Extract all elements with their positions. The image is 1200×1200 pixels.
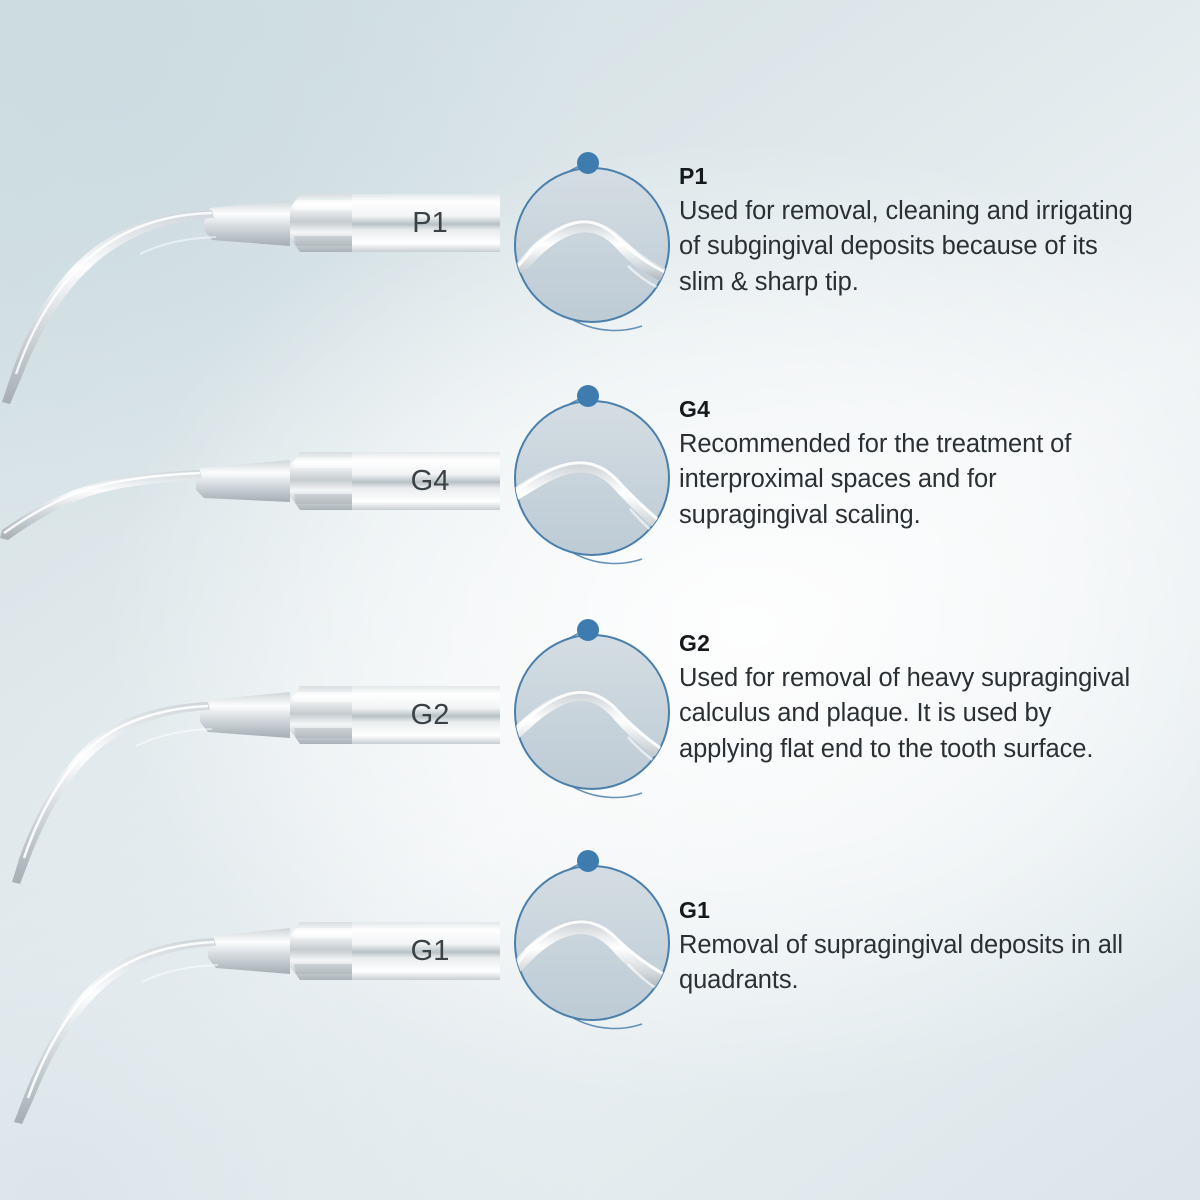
engraving-label-g4: G4 xyxy=(411,465,450,497)
tip-description-g1: Removal of supragingival deposits in all… xyxy=(679,931,1123,995)
accent-dot-g1 xyxy=(577,850,599,872)
instrument-illustration-g1: G1 xyxy=(0,908,500,1168)
accent-dot-p1 xyxy=(577,152,599,174)
tip-description-g2: Used for removal of heavy supragingival … xyxy=(679,664,1131,763)
tip-title-g4: G4 xyxy=(679,396,711,422)
magnifier-circle-g1 xyxy=(492,848,682,1048)
instrument-illustration-p1: P1 xyxy=(0,180,500,440)
description-block-g1: G1 Removal of supragingival deposits in … xyxy=(679,897,1149,999)
magnifier-circle-g2 xyxy=(492,617,682,817)
accent-dot-g4 xyxy=(577,385,599,407)
instrument-illustration-g4: G4 xyxy=(0,438,500,698)
tip-description-p1: Used for removal, cleaning and irrigatin… xyxy=(679,197,1133,296)
description-block-g2: G2 Used for removal of heavy supragingiv… xyxy=(679,630,1149,767)
instrument-illustration-g2: G2 xyxy=(0,672,500,932)
engraving-label-p1: P1 xyxy=(412,207,447,239)
tip-title-g2: G2 xyxy=(679,630,711,656)
description-block-p1: P1 Used for removal, cleaning and irriga… xyxy=(679,163,1149,300)
magnifier-circle-p1 xyxy=(492,150,682,350)
tip-title-g1: G1 xyxy=(679,897,711,923)
description-block-g4: G4 Recommended for the treatment of inte… xyxy=(679,396,1149,533)
engraving-label-g1: G1 xyxy=(411,935,450,967)
magnifier-circle-g4 xyxy=(492,383,682,583)
accent-dot-g2 xyxy=(577,619,599,641)
engraving-label-g2: G2 xyxy=(411,699,450,731)
tip-description-g4: Recommended for the treatment of interpr… xyxy=(679,430,1072,529)
tip-title-p1: P1 xyxy=(679,163,708,189)
